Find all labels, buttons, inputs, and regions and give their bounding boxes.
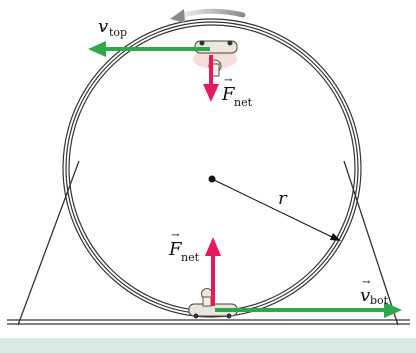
svg-text:→: → (224, 75, 233, 86)
f-net-bottom-arrow (205, 237, 221, 306)
label-f-net-top: → F net (221, 75, 253, 109)
svg-text:F: F (221, 84, 236, 105)
ground (0, 338, 416, 353)
svg-text:→: → (101, 25, 106, 32)
svg-text:v: v (360, 285, 370, 306)
svg-text:bot: bot (370, 294, 389, 307)
v-bot-arrow (215, 302, 402, 318)
rotation-arrow-head (170, 9, 185, 23)
svg-text:net: net (234, 96, 253, 109)
f-net-top-arrow (203, 55, 219, 102)
label-radius: r (278, 188, 288, 209)
label-v-bot: → v bot (360, 277, 389, 307)
svg-text:net: net (181, 251, 200, 264)
radius-line (211, 178, 341, 241)
svg-text:→: → (171, 230, 180, 241)
label-v-top: → v top (98, 16, 127, 39)
svg-text:→: → (362, 277, 371, 288)
base-rails (7, 319, 410, 325)
svg-text:top: top (109, 26, 127, 39)
v-top-arrow (88, 41, 210, 57)
svg-text:v: v (98, 16, 108, 37)
label-f-net-bottom: → F net (168, 230, 200, 264)
svg-text:F: F (168, 239, 183, 260)
top-car (193, 40, 238, 77)
rotation-arrow (177, 8, 246, 19)
